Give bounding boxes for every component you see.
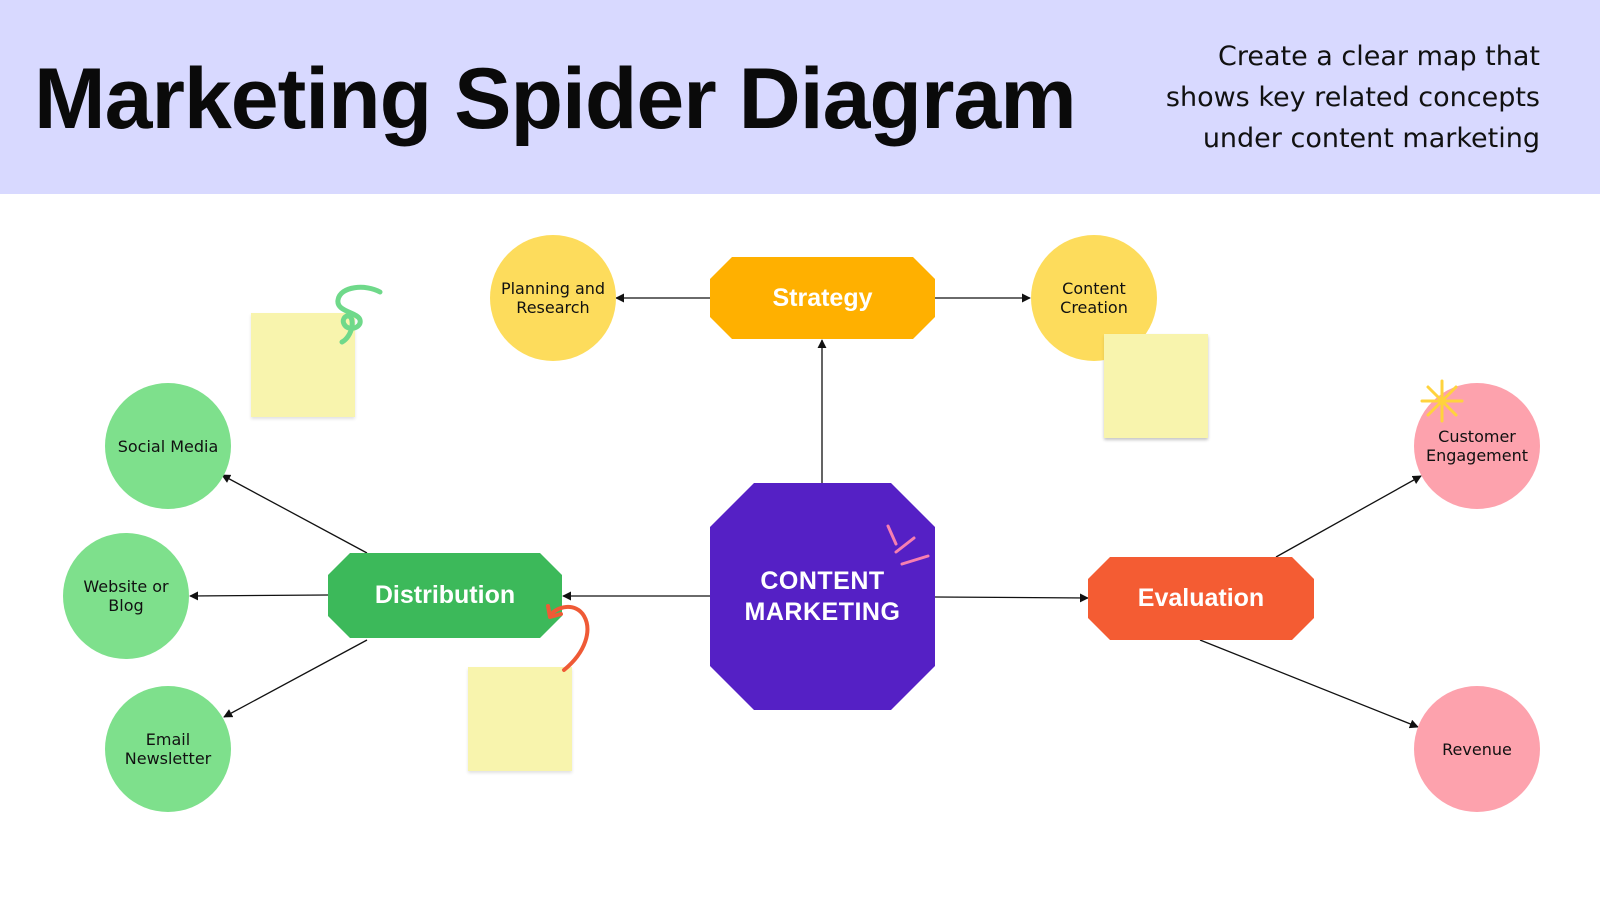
customer-engagement-node: Customer Engagement	[1414, 383, 1540, 509]
leaf-label-line1: Website or	[83, 577, 169, 596]
distribution-node: Distribution	[328, 553, 562, 638]
social-media-node: Social Media	[105, 383, 231, 509]
leaf-label-line1: Content	[1062, 279, 1126, 298]
red-curved-arrow-icon	[546, 604, 590, 672]
leaf-label-line2: Creation	[1060, 298, 1128, 317]
link-distribution-email	[223, 639, 368, 718]
content-creation-node: Content Creation	[1031, 235, 1157, 361]
header-banner: Marketing Spider Diagram Create a clear …	[0, 0, 1600, 194]
link-evaluation-revenue	[1199, 639, 1419, 729]
page-subtitle: Create a clear map that shows key relate…	[1020, 36, 1540, 159]
leaf-label-line1: Email	[145, 730, 191, 749]
subtitle-line: Create a clear map that	[1217, 41, 1540, 72]
distribution-label: Distribution	[374, 581, 516, 609]
sticky-note	[251, 313, 355, 417]
leaf-label-line1: Social Media	[117, 436, 219, 456]
subtitle-line: shows key related concepts	[1165, 82, 1540, 113]
leaf-label-line1: Planning and	[500, 279, 606, 298]
leaf-label-line1: Revenue	[1442, 739, 1512, 759]
pink-spark-lines-icon	[886, 524, 930, 566]
link-distribution-website	[189, 591, 329, 601]
evaluation-label: Evaluation	[1137, 584, 1265, 612]
page-title: Marketing Spider Diagram	[34, 51, 1077, 147]
email-newsletter-node: Email Newsletter	[105, 686, 231, 812]
leaf-label-line1: Customer	[1438, 427, 1516, 446]
leaf-label-line2: Blog	[108, 596, 144, 615]
center-label-line2: MARKETING	[744, 597, 901, 626]
center-label-line1: CONTENT	[760, 566, 885, 595]
strategy-label: Strategy	[772, 283, 873, 312]
website-blog-node: Website or Blog	[63, 533, 189, 659]
yellow-sparkle-icon	[1420, 379, 1464, 423]
leaf-label-line2: Newsletter	[124, 749, 212, 768]
planning-research-node: Planning and Research	[490, 235, 616, 361]
green-swirl-icon	[335, 284, 383, 345]
subtitle-line: under content marketing	[1202, 123, 1540, 154]
content-marketing-node: CONTENT MARKETING	[710, 483, 935, 710]
evaluation-node: Evaluation	[1088, 557, 1314, 640]
revenue-node: Revenue	[1414, 686, 1540, 812]
link-distribution-social	[221, 474, 368, 554]
sticky-note	[468, 667, 572, 771]
link-center-evaluation	[934, 593, 1089, 603]
leaf-label-line2: Engagement	[1425, 446, 1529, 465]
strategy-node: Strategy	[710, 257, 935, 339]
sticky-note	[1104, 334, 1208, 438]
leaf-label-line2: Research	[516, 298, 590, 317]
link-evaluation-engagement	[1275, 475, 1422, 558]
